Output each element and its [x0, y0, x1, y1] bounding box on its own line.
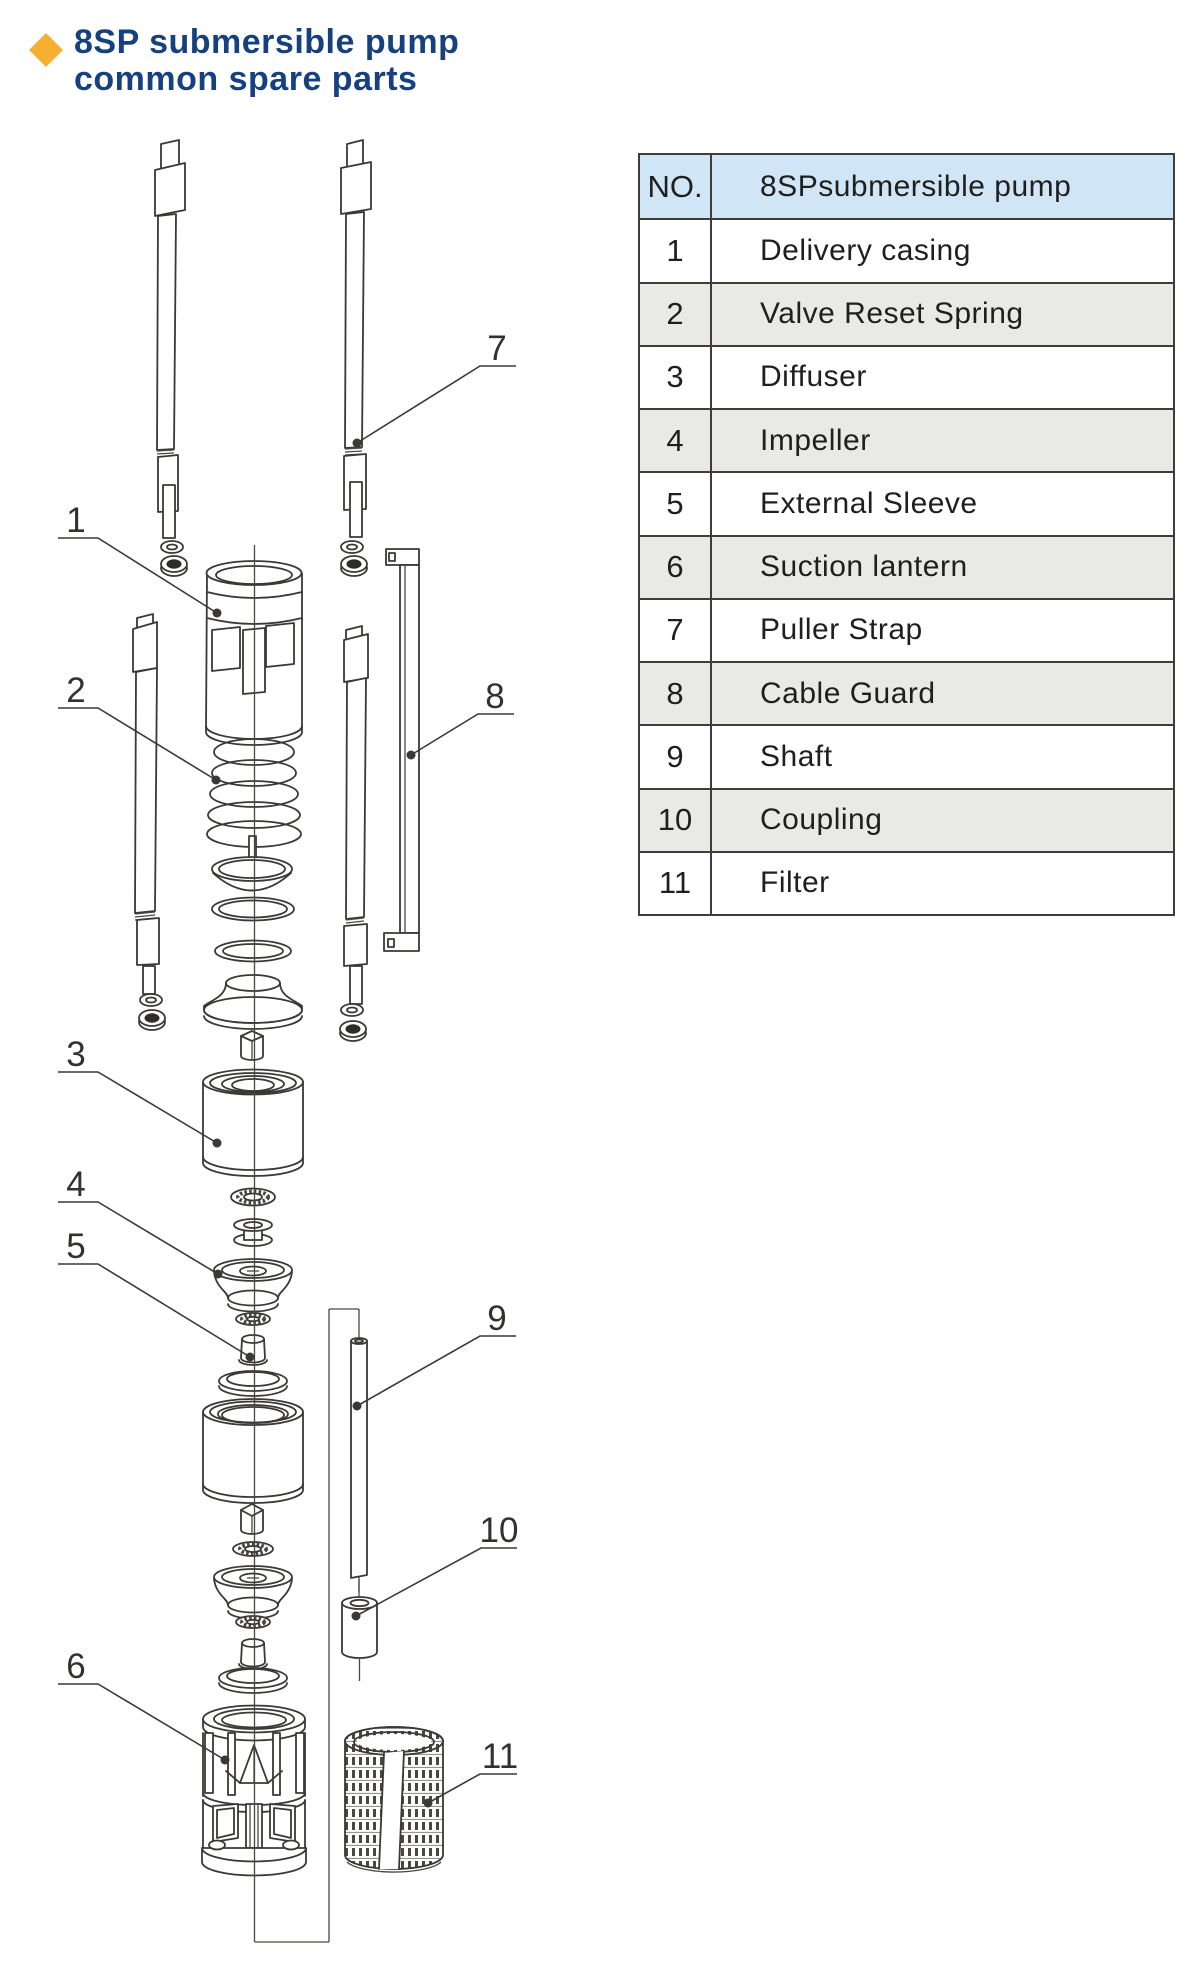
bearing-disc — [231, 1189, 275, 1206]
page-title-line1: 8SP submersible pump — [74, 23, 460, 61]
callout-3: 3 — [58, 1035, 222, 1148]
table-row: 9 Shaft — [640, 724, 1173, 788]
callout-number: 9 — [487, 1299, 506, 1338]
header-name: 8SPsubmersible pump — [760, 169, 1072, 203]
hex-nut — [241, 1031, 263, 1060]
callout-number: 1 — [66, 501, 85, 540]
callout-number: 8 — [485, 677, 504, 716]
callout-number: 5 — [66, 1227, 85, 1266]
row-no: 4 — [640, 410, 712, 472]
table-row: 6 Suction lantern — [640, 534, 1173, 598]
table-row: 7 Puller Strap — [640, 597, 1173, 661]
row-name: External Sleeve — [760, 486, 978, 520]
callout-7: 7 — [352, 329, 517, 448]
diamond-bullet-icon — [29, 33, 63, 67]
table-row: 4 Impeller — [640, 408, 1173, 472]
row-name: Shaft — [760, 739, 833, 773]
row-no: 1 — [640, 220, 712, 282]
callout-4: 4 — [58, 1165, 223, 1279]
suction-lantern — [202, 1706, 306, 1876]
row-name: Impeller — [760, 423, 871, 457]
table-row: 2 Valve Reset Spring — [640, 281, 1173, 345]
callout-9: 9 — [352, 1299, 517, 1411]
impeller-1 — [214, 1259, 292, 1312]
table-row: 3 Diffuser — [640, 344, 1173, 408]
callout-number: 10 — [480, 1511, 519, 1550]
coupling — [342, 1597, 377, 1681]
row-no: 8 — [640, 663, 712, 725]
row-name: Puller Strap — [760, 613, 923, 647]
row-name: Valve Reset Spring — [760, 297, 1024, 331]
row-name: Cable Guard — [760, 676, 936, 710]
puller-strap-mid-left — [133, 614, 165, 1030]
external-sleeve — [203, 1399, 303, 1503]
row-name: Diffuser — [760, 360, 867, 394]
row-no: 2 — [640, 283, 712, 345]
row-name: Coupling — [760, 803, 883, 837]
callout-number: 11 — [482, 1737, 518, 1776]
row-no: 9 — [640, 726, 712, 788]
grooved-ring-1 — [236, 1313, 270, 1325]
table-row: 11 Filter — [640, 850, 1173, 914]
callout-number: 6 — [66, 1647, 85, 1686]
filter — [345, 1727, 443, 1872]
row-no: 10 — [640, 789, 712, 851]
row-no: 5 — [640, 473, 712, 535]
grooved-disc-2 — [233, 1542, 273, 1556]
callout-5: 5 — [58, 1227, 255, 1362]
callout-number: 3 — [66, 1035, 85, 1074]
grooved-ring-2 — [236, 1616, 270, 1628]
page-title: 8SP submersible pump common spare parts — [74, 24, 459, 98]
row-no: 7 — [640, 599, 712, 661]
collar-ring-2 — [219, 1668, 287, 1693]
o-ring-large — [212, 898, 294, 921]
callout-10: 10 — [351, 1511, 519, 1621]
page-title-line2: common spare parts — [74, 60, 418, 98]
row-no: 6 — [640, 536, 712, 598]
shaft-sleeve-2 — [239, 1639, 267, 1669]
callout-11: 11 — [423, 1737, 518, 1808]
header-no: NO. — [640, 155, 712, 219]
callout-8: 8 — [406, 677, 515, 760]
callout-6: 6 — [58, 1647, 230, 1765]
table-row: 5 External Sleeve — [640, 471, 1173, 535]
callout-number: 7 — [487, 329, 506, 368]
row-name: Suction lantern — [760, 550, 968, 584]
table-header-row: NO. 8SPsubmersible pump — [640, 155, 1173, 219]
callout-number: 2 — [66, 671, 85, 710]
diffuser — [203, 1070, 303, 1177]
shaft — [351, 1338, 367, 1597]
puller-strap-mid-right — [340, 626, 368, 1041]
puller-strap-top-left — [155, 140, 187, 576]
square-block — [241, 1504, 263, 1534]
valve-disc — [212, 857, 292, 891]
spacer-spool — [234, 1219, 272, 1246]
shaft-sleeve-1 — [239, 1335, 267, 1365]
row-name: Delivery casing — [760, 233, 971, 267]
callout-1: 1 — [58, 501, 222, 618]
valve-seat — [204, 975, 302, 1029]
row-no: 11 — [640, 852, 712, 914]
callout-2: 2 — [58, 671, 221, 785]
cable-guard — [384, 549, 419, 951]
parts-table: NO. 8SPsubmersible pump 1 Delivery casin… — [638, 153, 1175, 916]
impeller-2 — [214, 1566, 292, 1619]
callout-number: 4 — [66, 1165, 85, 1204]
row-no: 3 — [640, 346, 712, 408]
row-name: Filter — [760, 866, 830, 900]
o-ring-small — [215, 941, 291, 962]
collar-ring-1 — [219, 1371, 287, 1396]
table-row: 1 Delivery casing — [640, 218, 1173, 282]
puller-strap-top-right — [341, 140, 371, 576]
page-title-block: 8SP submersible pump common spare parts — [28, 24, 459, 98]
table-row: 8 Cable Guard — [640, 661, 1173, 725]
table-row: 10 Coupling — [640, 787, 1173, 851]
